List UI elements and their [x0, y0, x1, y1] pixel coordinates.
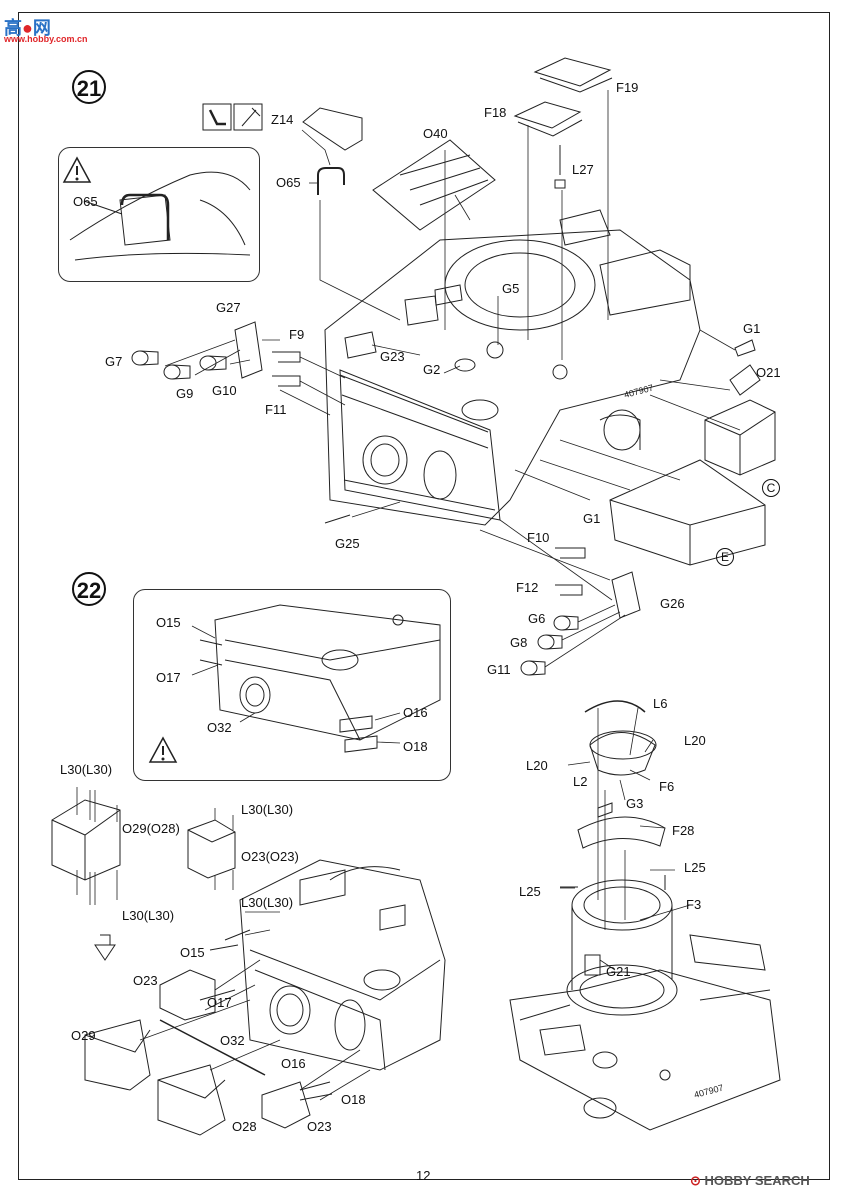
part-label-l27: L27 [572, 162, 594, 177]
hull-number-step22: 407907 [693, 1082, 725, 1099]
part-label-g8: G8 [510, 635, 528, 650]
part-label-g21: G21 [606, 964, 631, 979]
marker-e: E [716, 548, 734, 566]
part-label-o29: O29 [71, 1028, 96, 1043]
page-number: 12 [416, 1168, 431, 1183]
part-label-l6: L6 [653, 696, 668, 711]
cutter-icon [202, 103, 232, 131]
page-border [18, 12, 830, 1180]
part-label-g7: G7 [105, 354, 123, 369]
part-label-g5: G5 [502, 281, 520, 296]
part-label-o23-o23: O23(O23) [241, 849, 299, 864]
part-label-f12: F12 [516, 580, 539, 595]
part-label-l20-left: L20 [526, 758, 548, 773]
part-label-o15: O15 [180, 945, 205, 960]
part-label-l25-right: L25 [684, 860, 706, 875]
part-label-g25: G25 [335, 536, 360, 551]
part-label-f3: F3 [686, 897, 702, 912]
part-label-o65: O65 [276, 175, 301, 190]
part-label-g6: G6 [528, 611, 546, 626]
part-label-o18: O18 [341, 1092, 366, 1107]
warning-icon [148, 736, 178, 763]
part-label-l30-b: L30(L30) [241, 802, 294, 817]
part-label-o18-detail: O18 [403, 739, 428, 754]
hull-step21 [324, 209, 701, 526]
part-label-o17-detail: O17 [156, 670, 181, 685]
site-logo: 高●网 [4, 18, 51, 38]
hobby-search-logo: ⊙ HOBBY SEARCH [690, 1173, 810, 1188]
part-label-o40: O40 [423, 126, 448, 141]
part-label-g9: G9 [176, 386, 194, 401]
part-label-z14: Z14 [271, 112, 294, 127]
part-label-l30-a: L30(L30) [60, 762, 113, 777]
detail-box-step22 [133, 589, 451, 781]
part-label-l20-right: L20 [684, 733, 706, 748]
part-label-o65-detail: O65 [73, 194, 98, 209]
part-o40 [372, 139, 496, 231]
part-label-l30-c: L30(L30) [122, 908, 175, 923]
part-label-f28: F28 [672, 823, 695, 838]
part-label-f18: F18 [484, 105, 507, 120]
part-label-f11: F11 [265, 402, 287, 417]
part-label-o16: O16 [281, 1056, 306, 1071]
part-label-f10: F10 [527, 530, 550, 545]
glue-icon [233, 103, 263, 131]
part-label-o23-left: O23 [133, 973, 158, 988]
part-label-f19: F19 [616, 80, 639, 95]
part-label-g23: G23 [380, 349, 405, 364]
part-label-g2: G2 [423, 362, 441, 377]
part-label-f6: F6 [659, 779, 675, 794]
part-label-g10: G10 [212, 383, 237, 398]
part-label-o15-detail: O15 [156, 615, 181, 630]
part-label-o32: O32 [220, 1033, 245, 1048]
part-label-o29-o28: O29(O28) [122, 821, 180, 836]
part-label-o21: O21 [756, 365, 781, 380]
part-label-g11: G11 [487, 662, 511, 677]
marker-c: C [762, 479, 780, 497]
part-label-o32-detail: O32 [207, 720, 232, 735]
part-label-l2: L2 [573, 774, 588, 789]
part-label-o23-bottom: O23 [307, 1119, 332, 1134]
site-url: www.hobby.com.cn [4, 34, 88, 44]
detail-box-o65 [58, 147, 260, 282]
hull-number-step21: 407907 [623, 382, 655, 399]
part-label-g26: G26 [660, 596, 685, 611]
part-label-f9: F9 [289, 327, 305, 342]
part-label-l25-left: L25 [519, 884, 541, 899]
part-label-g1-top: G1 [743, 321, 761, 336]
part-label-g27: G27 [216, 300, 241, 315]
part-label-g1-bottom: G1 [583, 511, 601, 526]
part-label-o28: O28 [232, 1119, 257, 1134]
hobby-search-text: HOBBY SEARCH [704, 1173, 810, 1188]
warning-icon [62, 156, 92, 183]
part-label-o17: O17 [207, 995, 232, 1010]
step-21-number: 21 [72, 70, 106, 104]
step-22-number: 22 [72, 572, 106, 606]
part-label-o16-detail: O16 [403, 705, 428, 720]
part-label-g3: G3 [626, 796, 644, 811]
part-label-l30-d: L30(L30) [241, 895, 294, 910]
